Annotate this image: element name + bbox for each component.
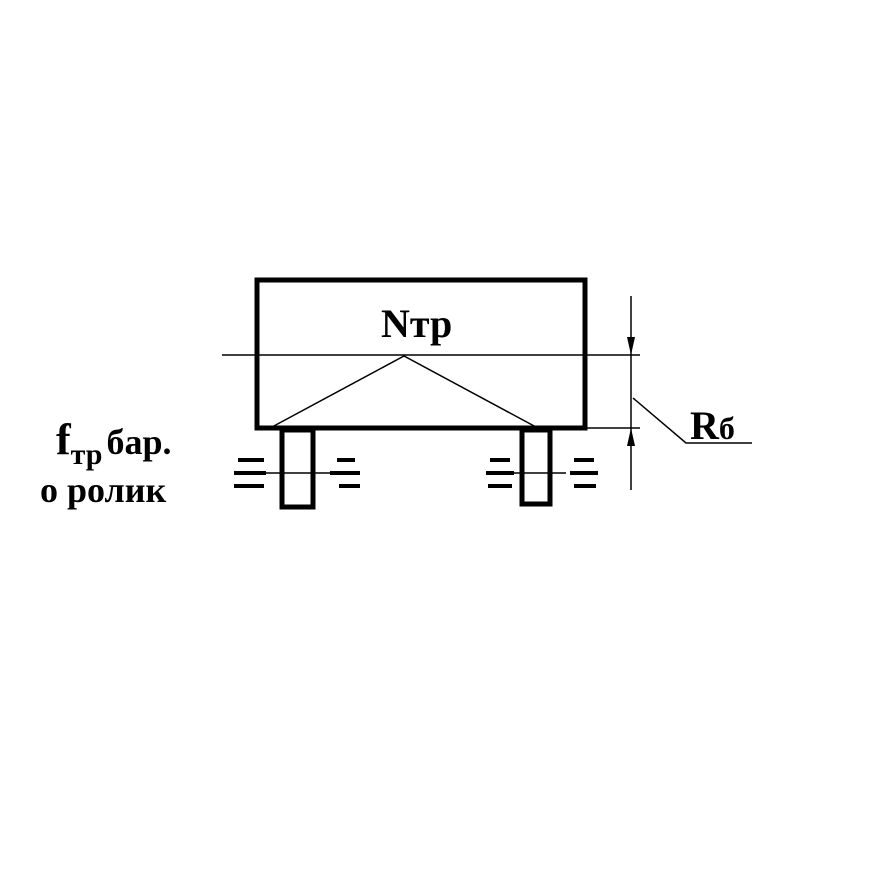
friction-label-main: f xyxy=(56,415,71,464)
friction-label-tail: бар. xyxy=(106,422,172,462)
force-label-sub: тр xyxy=(409,301,453,346)
radius-leader-line xyxy=(632,397,752,444)
drum-body xyxy=(254,277,588,431)
radius-label: Rб xyxy=(690,406,735,446)
radius-label-main: R xyxy=(690,403,719,448)
force-label: Nтр xyxy=(381,304,452,344)
radius-label-sub: б xyxy=(718,410,735,446)
radius-arrow-down xyxy=(627,337,635,355)
force-triangle xyxy=(271,355,537,428)
force-label-main: N xyxy=(381,301,410,346)
right-roller xyxy=(519,427,553,507)
radius-arrow-up xyxy=(627,428,635,446)
friction-label-line2: о ролик xyxy=(40,470,167,510)
left-roller xyxy=(279,427,316,510)
friction-label-sub: тр xyxy=(70,438,103,471)
